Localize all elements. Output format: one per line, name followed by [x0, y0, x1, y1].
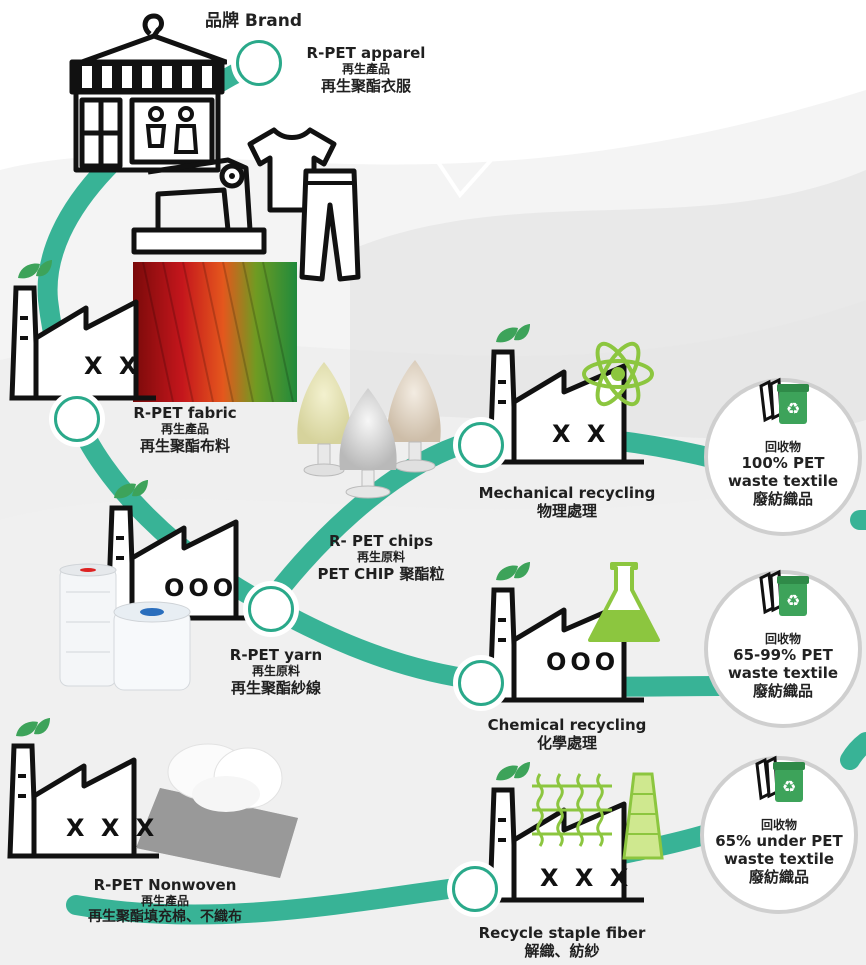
waste-circle-65-under: ♻ 回收物 65% under PET waste textile 廢紡織品	[700, 755, 858, 914]
mechanical-zh: 物理處理	[536, 502, 597, 521]
waste-65-99-l1: 回收物	[764, 632, 801, 646]
path-nonwoven-staple	[66, 875, 488, 925]
label-nonwoven: R-PET Nonwoven 再生產品 再生聚酯填充棉、不織布	[40, 876, 290, 926]
label-apparel: R-PET apparel 再生產品 再生聚酯衣服	[296, 44, 436, 95]
fabric-sub: 再生產品	[160, 422, 209, 437]
sewing-machine-icon	[131, 157, 267, 255]
hanger-icon	[142, 13, 164, 38]
waste-65-under-l2: 65% under PET	[715, 832, 843, 851]
waste-65-99-l4: 廢紡織品	[752, 682, 813, 701]
svg-text:♻: ♻	[786, 591, 800, 610]
fabric-zh: 再生聚酯布料	[139, 436, 230, 455]
node-mechanical	[458, 422, 504, 468]
factory-mechanical-text: X X	[552, 420, 610, 448]
staple-en: Recycle staple fiber	[478, 924, 646, 942]
nonwoven-zh: 再生聚酯填充棉、不織布	[88, 908, 242, 925]
label-chemical: Chemical recycling 化學處理	[462, 716, 672, 753]
fabric-en: R-PET fabric	[133, 404, 237, 422]
waste-100-l3: waste textile	[727, 472, 839, 491]
waste-circle-100: ♻ 回收物 100% PET waste textile 廢紡織品	[704, 377, 862, 536]
svg-text:♻: ♻	[782, 777, 796, 796]
chips-zh: PET CHIP 聚酯粒	[317, 564, 445, 583]
nonwoven-sub: 再生產品	[140, 894, 189, 909]
yarn-zh: 再生聚酯紗線	[230, 678, 321, 697]
factory-yarn-text: OOO	[164, 574, 238, 602]
node-fabric	[54, 396, 100, 442]
yarn-sub: 再生原料	[251, 664, 300, 679]
staple-zh: 解織、紡紗	[524, 942, 600, 961]
waste-100-l1: 回收物	[764, 440, 801, 454]
factory-staple-text: X X X	[540, 864, 633, 892]
waste-65-99-l3: waste textile	[727, 664, 839, 683]
waste-65-under-l1: 回收物	[760, 818, 797, 832]
recycle-bin-icon: ♻	[759, 569, 809, 616]
factory-icon	[7, 718, 159, 859]
store-icon	[69, 13, 227, 173]
node-staple	[452, 866, 498, 912]
chemical-en: Chemical recycling	[487, 716, 647, 734]
leaf-icon	[496, 324, 530, 343]
yarn-cone-icon	[622, 772, 664, 860]
factory-fabric-text: X X	[84, 352, 142, 380]
yarn-en: R-PET yarn	[229, 646, 323, 664]
nonwoven-photo	[136, 743, 298, 878]
label-chips: R- PET chips 再生原料 PET CHIP 聚酯粒	[296, 532, 466, 583]
label-staple: Recycle staple fiber 解織、紡紗	[462, 924, 662, 961]
waste-65-99-l2: 65-99% PET	[733, 646, 833, 665]
node-chemical	[458, 660, 504, 706]
recycle-bin-icon: ♻	[755, 755, 805, 802]
chips-sub: 再生原料	[356, 550, 405, 565]
waste-circle-65-99: ♻ 回收物 65-99% PET waste textile 廢紡織品	[704, 569, 862, 728]
atom-icon	[582, 341, 654, 407]
factory-chemical-text: OOO	[546, 648, 620, 676]
factory-icon	[105, 480, 260, 621]
waste-100-l2: 100% PET	[741, 454, 825, 473]
factory-nonwoven-text: X X X	[66, 814, 159, 842]
label-yarn: R-PET yarn 再生原料 再生聚酯紗線	[206, 646, 346, 697]
yarn-bobbins-photo	[59, 563, 191, 691]
leaf-icon	[114, 480, 148, 499]
leaf-icon	[18, 260, 52, 279]
fabric-yarn-photo	[133, 262, 297, 402]
node-yarn	[248, 586, 294, 632]
node-apparel	[236, 40, 282, 86]
leaf-icon	[496, 562, 530, 581]
apparel-en: R-PET apparel	[306, 44, 426, 62]
trousers-icon	[299, 168, 361, 282]
brand-label: 品牌 Brand	[205, 11, 303, 31]
recycle-bin-icon: ♻	[759, 377, 809, 424]
flask-icon	[588, 562, 660, 642]
waste-100-l4: 廢紡織品	[752, 490, 813, 509]
label-fabric: R-PET fabric 再生產品 再生聚酯布料	[110, 404, 260, 455]
svg-text:♻: ♻	[786, 399, 800, 418]
waste-65-under-l3: waste textile	[723, 850, 835, 869]
path-yarn-mechanical	[258, 430, 488, 615]
waste-65-under-l4: 廢紡織品	[748, 868, 809, 887]
pet-chips-photo	[297, 360, 441, 499]
leaf-icon	[496, 762, 530, 781]
factory-icon	[9, 260, 156, 401]
nonwoven-en: R-PET Nonwoven	[93, 876, 237, 894]
label-mechanical: Mechanical recycling 物理處理	[462, 484, 672, 521]
mechanical-en: Mechanical recycling	[478, 484, 656, 502]
apparel-zh: 再生聚酯衣服	[320, 76, 411, 95]
apparel-sub: 再生產品	[341, 62, 390, 77]
leaf-icon	[16, 718, 50, 737]
chemical-zh: 化學處理	[536, 734, 597, 753]
knit-icon	[532, 773, 612, 847]
chips-en: R- PET chips	[328, 532, 434, 550]
